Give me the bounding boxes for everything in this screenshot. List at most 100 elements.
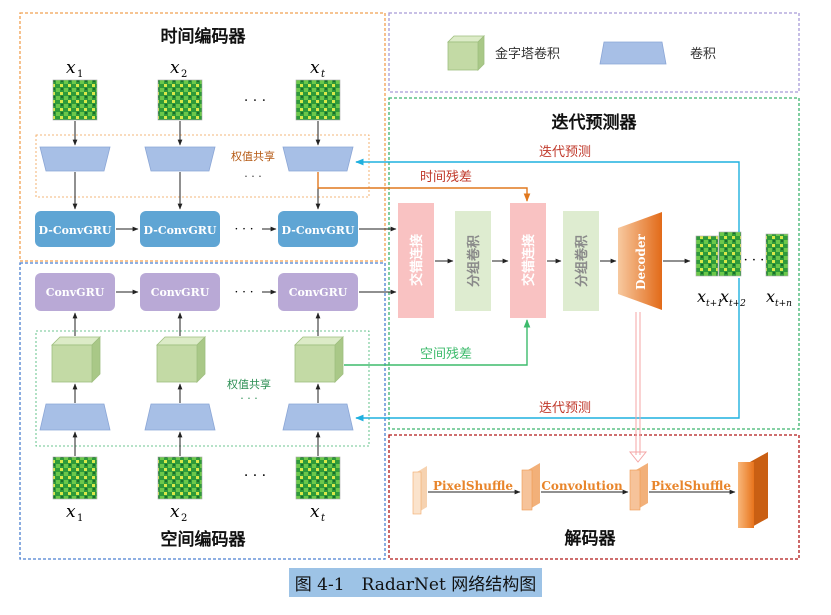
spatial-weight-share-dots: · · · <box>240 392 257 405</box>
convgru-block-2 <box>140 273 220 311</box>
dconvgru-block-1 <box>35 211 115 247</box>
x-symbol: x <box>66 502 76 522</box>
spatial-residual-label: 空间残差 <box>420 347 472 362</box>
convgru-label: ConvGRU <box>151 286 210 299</box>
pixelshuffle-block-2 <box>629 463 648 511</box>
spatial-encoder-title: 空间编码器 <box>161 529 247 550</box>
x-subscript: 2 <box>181 513 187 524</box>
output-frame-t2 <box>718 231 742 277</box>
group-conv-block-2 <box>563 211 599 311</box>
caption-bar: 图 4-1 RadarNet 网络结构图 <box>0 567 831 597</box>
legend-pyramid-conv: 金字塔卷积 <box>447 35 560 71</box>
figure-caption: 图 4-1 RadarNet 网络结构图 <box>288 567 543 597</box>
group-conv-label: 分组卷积 <box>574 235 590 287</box>
x-subscript: 2 <box>181 69 187 80</box>
temporal-conv-2 <box>144 146 216 172</box>
x-symbol: x <box>66 58 76 78</box>
temporal-weight-share-dots: · · · <box>244 170 261 183</box>
temporal-weight-share-label: 权值共享 <box>231 149 275 163</box>
x-subscript: 1 <box>77 513 83 524</box>
gru-ellipsis: · · · <box>234 285 253 299</box>
final-output-block <box>738 452 768 528</box>
radar-image <box>295 456 341 500</box>
group-conv-block-1 <box>455 211 491 311</box>
output-x-symbol: x <box>697 287 706 306</box>
dconvgru-label: D-ConvGRU <box>282 224 355 237</box>
pyramid-conv-cube-2 <box>156 336 206 383</box>
spatial-input-t: x t <box>295 456 341 524</box>
spatial-conv-t <box>282 403 354 431</box>
spatial-encoder-frame <box>19 262 386 560</box>
legend-frame <box>388 12 800 93</box>
predictor-title: 迭代预测器 <box>552 112 638 133</box>
spatial-conv-2 <box>144 403 216 431</box>
legend-conv-label: 卷积 <box>690 46 716 62</box>
radar-image <box>52 456 98 500</box>
cross-concat-block-2 <box>510 203 546 318</box>
temporal-conv-1 <box>39 146 111 172</box>
spatial-residual-arrow <box>344 319 531 366</box>
pixelshuffle-block-1 <box>412 466 427 515</box>
temporal-weight-share-box <box>35 134 370 198</box>
radar-image <box>295 79 341 121</box>
temporal-residual-arrow <box>317 172 531 202</box>
temporal-input-ellipsis: · · · <box>244 93 266 109</box>
x-subscript: 1 <box>77 69 83 80</box>
cross-concat-block-1 <box>398 203 434 318</box>
dgru-ellipsis: · · · <box>234 222 253 236</box>
decoder-block <box>618 212 662 310</box>
convolution-block <box>521 463 540 511</box>
radar-image <box>52 79 98 121</box>
decoder-detail-arrowhead <box>628 451 648 463</box>
decoder-frame <box>388 434 800 560</box>
pixelshuffle-label-1: PixelShuffle <box>433 479 513 493</box>
decoder-label: Decoder <box>634 233 648 289</box>
dconvgru-label: D-ConvGRU <box>144 224 217 237</box>
legend-pyramid-label: 金字塔卷积 <box>495 46 560 62</box>
output-x-symbol: x <box>720 287 729 306</box>
output-ellipsis: · · · <box>744 253 765 268</box>
iterative-prediction-arrow-bottom <box>355 278 740 422</box>
dconvgru-label: D-ConvGRU <box>39 224 112 237</box>
decoder-title: 解码器 <box>565 528 617 549</box>
convgru-label: ConvGRU <box>289 286 348 299</box>
pixelshuffle-label-2: PixelShuffle <box>651 479 731 493</box>
group-conv-label: 分组卷积 <box>466 235 482 287</box>
iterative-prediction-arrow-top <box>355 158 740 232</box>
temporal-input-2: x 2 <box>157 58 203 121</box>
spatial-input-2: x 2 <box>157 456 203 524</box>
x-symbol: x <box>310 58 320 78</box>
cross-concat-label: 交错连接 <box>409 234 425 286</box>
iterative-prediction-label-top: 迭代预测 <box>539 145 591 160</box>
x-subscript: t <box>321 69 326 80</box>
architecture-diagram: 时间编码器 空间编码器 迭代预测器 解码器 金字塔卷积 卷积 x 1 x 2 ·… <box>19 12 800 560</box>
output-frame-tn <box>765 233 789 277</box>
spatial-input-1: x 1 <box>52 456 98 524</box>
spatial-conv-1 <box>39 403 111 431</box>
temporal-residual-label: 时间残差 <box>420 170 472 185</box>
convgru-block-1 <box>35 273 115 311</box>
x-subscript: t <box>321 513 326 524</box>
dconvgru-block-t <box>278 211 358 247</box>
output-subscript-t1: t+1 <box>706 299 723 309</box>
temporal-encoder-frame <box>19 12 386 262</box>
cross-concat-label: 交错连接 <box>521 234 537 286</box>
spatial-weight-share-label: 权值共享 <box>227 377 271 391</box>
convgru-block-t <box>278 273 358 311</box>
pyramid-conv-cube-1 <box>51 336 101 383</box>
temporal-input-t: x t <box>295 58 341 121</box>
convgru-label: ConvGRU <box>46 286 105 299</box>
legend-conv: 卷积 <box>599 41 716 65</box>
x-symbol: x <box>310 502 320 522</box>
pyramid-conv-cube-t <box>294 336 344 383</box>
output-subscript-tn: t+n <box>775 299 792 309</box>
output-subscript-t2: t+2 <box>729 299 746 309</box>
spatial-input-ellipsis: · · · <box>244 468 266 484</box>
radar-image <box>157 79 203 121</box>
dconvgru-block-2 <box>140 211 220 247</box>
predictor-frame <box>388 97 800 430</box>
x-symbol: x <box>170 58 180 78</box>
radar-image <box>157 456 203 500</box>
iterative-prediction-label-bottom: 迭代预测 <box>539 401 591 416</box>
